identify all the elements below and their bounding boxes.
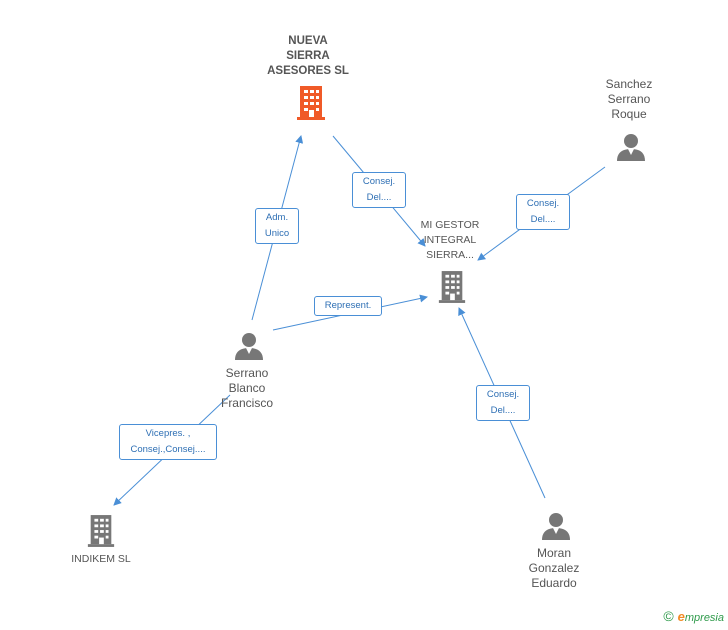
person-icon-serrano[interactable] [234,332,264,360]
edge-label-line: Del.... [490,405,516,416]
edge-label-line: Unico [264,228,290,239]
node-label-serrano[interactable]: Serrano Blanco Francisco [202,366,292,411]
edge-label-line: Del.... [366,192,392,203]
node-label-line: Eduardo [531,576,577,590]
edge-label-line: Consej.,Consej.... [130,444,206,455]
node-label-line: Roque [611,107,647,121]
node-label-nueva-sierra[interactable]: NUEVA SIERRA ASESORES SL [248,34,368,79]
node-label-mi-gestor[interactable]: MI GESTOR INTEGRAL SIERRA... [405,218,495,263]
node-label-line: Gonzalez [528,561,580,575]
node-label-line: ASESORES SL [267,65,349,77]
node-label-indikem[interactable]: INDIKEM SL [56,552,146,567]
node-label-line: NUEVA [288,35,328,47]
building-icon-nueva-sierra[interactable] [295,86,327,120]
node-label-line: SIERRA [286,50,330,62]
edge-label-consej-moran[interactable]: Consej. Del.... [476,385,530,421]
edge-label-line: Adm. [265,212,289,223]
node-label-line: Serrano [225,366,269,380]
copyright-icon: © [663,608,674,624]
node-label-line: Serrano [607,92,651,106]
building-icon-mi-gestor[interactable] [437,270,467,304]
node-label-line: MI GESTOR [420,219,480,231]
edge-label-line: Consej. [526,198,560,209]
edge-label-consej-nueva-sierra[interactable]: Consej. Del.... [352,172,406,208]
person-icon-moran[interactable] [541,512,571,540]
node-label-sanchez[interactable]: Sanchez Serrano Roque [584,77,674,122]
footer-brand: ©empresia [663,608,724,624]
edge-label-represent[interactable]: Represent. [314,296,382,316]
brand-logo-text: mpresia [684,612,724,624]
building-icon-indikem[interactable] [86,514,116,548]
edge-label-adm-unico[interactable]: Adm. Unico [255,208,299,244]
brand-logo-initial: e [677,609,685,624]
node-label-line: Francisco [220,396,273,410]
node-label-line: INDIKEM SL [71,553,131,565]
person-icon-sanchez[interactable] [616,133,646,161]
edge-label-line: Represent. [324,300,372,311]
edge-label-line: Consej. [362,176,396,187]
edge-label-consej-sanchez[interactable]: Consej. Del.... [516,194,570,230]
node-label-line: Sanchez [605,77,653,91]
node-label-line: Blanco [228,381,266,395]
edge-label-vicepres[interactable]: Vicepres. , Consej.,Consej.... [119,424,217,460]
node-label-moran[interactable]: Moran Gonzalez Eduardo [509,546,599,591]
node-label-line: SIERRA... [426,249,474,261]
edge-label-line: Vicepres. , [145,428,191,439]
edge-label-line: Consej. [486,389,520,400]
edge-label-line: Del.... [530,214,556,225]
node-label-line: INTEGRAL [423,234,477,246]
node-label-line: Moran [536,546,571,560]
